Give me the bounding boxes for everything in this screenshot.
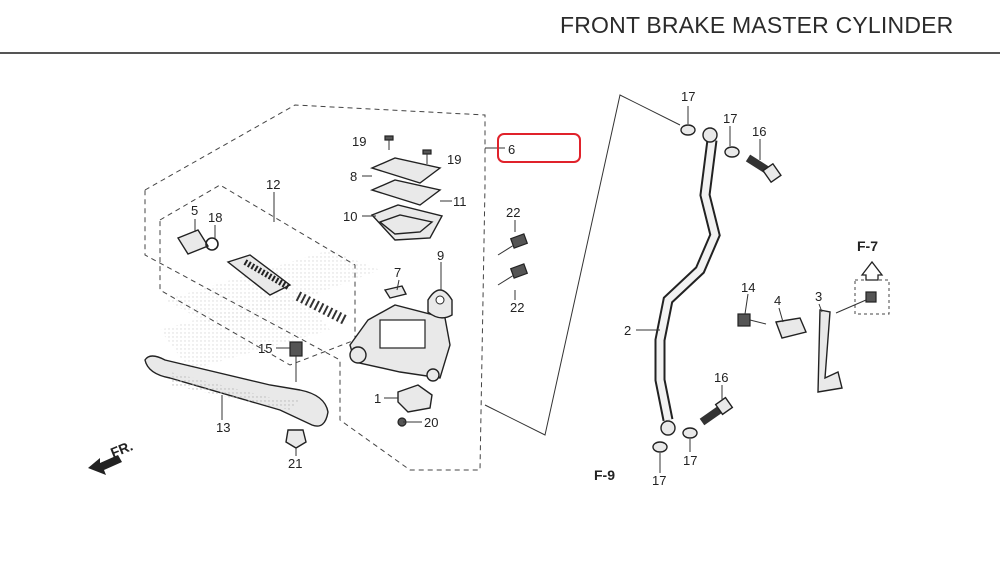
- bolt-22a[interactable]: [497, 233, 529, 256]
- label-17d[interactable]: 17: [683, 453, 697, 468]
- label-16a[interactable]: 16: [752, 124, 766, 139]
- label-15[interactable]: 15: [258, 341, 272, 356]
- hose-bracket[interactable]: [817, 309, 843, 393]
- label-18[interactable]: 18: [208, 210, 222, 225]
- front-arrow-icon: [88, 455, 122, 475]
- pivot-bolt[interactable]: [289, 341, 303, 382]
- label-1[interactable]: 1: [374, 391, 381, 406]
- hose-clamp[interactable]: [775, 317, 807, 339]
- label-9[interactable]: 9: [437, 248, 444, 263]
- label-11[interactable]: 11: [453, 194, 467, 209]
- label-17b[interactable]: 17: [723, 111, 737, 126]
- assembly-hose-leader: [484, 94, 681, 436]
- label-leaders: [194, 106, 823, 473]
- highlight-box: [497, 133, 581, 163]
- assembly-outline: [144, 104, 486, 471]
- bolt-14[interactable]: [737, 313, 767, 327]
- label-5[interactable]: 5: [191, 203, 198, 218]
- screw-19a[interactable]: [384, 135, 394, 150]
- ref-f9[interactable]: F-9: [594, 467, 615, 483]
- master-cylinder-body[interactable]: [349, 304, 451, 382]
- label-17c[interactable]: 17: [652, 473, 666, 488]
- label-19b[interactable]: 19: [447, 152, 461, 167]
- f7-arrow-icon: [860, 260, 884, 281]
- label-13[interactable]: 13: [216, 420, 230, 435]
- washer-17c[interactable]: [652, 441, 668, 453]
- brake-switch[interactable]: [397, 384, 433, 413]
- circlip[interactable]: [205, 237, 219, 251]
- label-10[interactable]: 10: [343, 209, 357, 224]
- diagram-title: FRONT BRAKE MASTER CYLINDER: [560, 12, 954, 38]
- washer-17b[interactable]: [724, 146, 740, 158]
- pivot-nut[interactable]: [285, 429, 307, 449]
- washer-17a[interactable]: [680, 124, 696, 136]
- label-20[interactable]: 20: [424, 415, 438, 430]
- label-19a[interactable]: 19: [352, 134, 366, 149]
- bolt-22b[interactable]: [497, 263, 529, 286]
- washer-17d[interactable]: [682, 427, 698, 439]
- boot[interactable]: [176, 229, 210, 255]
- label-16b[interactable]: 16: [714, 370, 728, 385]
- label-21[interactable]: 21: [288, 456, 302, 471]
- label-2[interactable]: 2: [624, 323, 631, 338]
- reservoir-cap[interactable]: [369, 157, 444, 241]
- title-rule: [0, 52, 1000, 54]
- holder-clamp[interactable]: [427, 289, 453, 319]
- oil-bolt-16b[interactable]: [699, 396, 734, 426]
- label-8[interactable]: 8: [350, 169, 357, 184]
- ref-f7[interactable]: F-7: [857, 238, 878, 254]
- oil-bolt-16a[interactable]: [745, 154, 782, 184]
- label-22a[interactable]: 22: [506, 205, 520, 220]
- label-7[interactable]: 7: [394, 265, 401, 280]
- label-3[interactable]: 3: [815, 289, 822, 304]
- pivot-part[interactable]: [383, 285, 408, 299]
- f7-reference-box: [835, 279, 890, 315]
- label-14[interactable]: 14: [741, 280, 755, 295]
- label-12[interactable]: 12: [266, 177, 280, 192]
- label-6[interactable]: 6: [508, 142, 515, 157]
- label-4[interactable]: 4: [774, 293, 781, 308]
- front-label: FR.: [108, 437, 135, 460]
- brake-hose[interactable]: [654, 127, 721, 436]
- screw-19b[interactable]: [422, 149, 432, 164]
- piston-set[interactable]: [226, 254, 348, 325]
- brake-lever[interactable]: [144, 355, 329, 427]
- label-17a[interactable]: 17: [681, 89, 695, 104]
- label-22b[interactable]: 22: [510, 300, 524, 315]
